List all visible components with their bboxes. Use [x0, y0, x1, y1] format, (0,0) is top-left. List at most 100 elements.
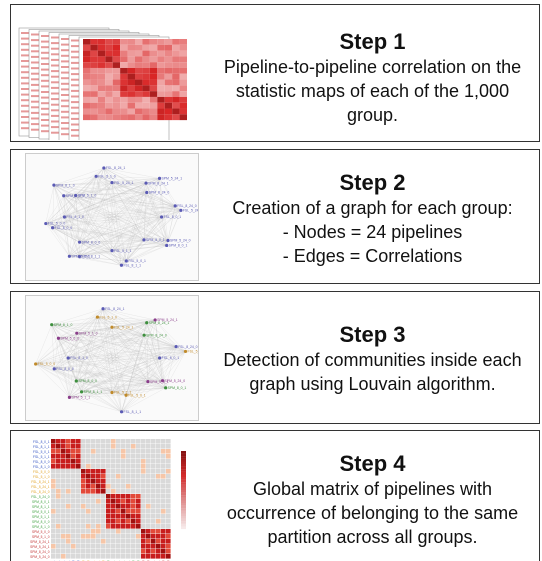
graph-edge: [111, 327, 163, 381]
matrix-cell: [76, 449, 81, 454]
graph-edge: [155, 319, 177, 347]
sheet-row: [21, 54, 31, 57]
sheet-row: [41, 85, 51, 88]
matrix-cell: [141, 534, 146, 539]
matrix-cell: [111, 529, 116, 534]
sheet-row: [71, 67, 81, 70]
heatmap-cell: [179, 91, 187, 97]
matrix-cell: [146, 544, 151, 549]
matrix-cell: [66, 524, 71, 529]
matrix-cell: [111, 439, 116, 444]
graph-edge: [63, 195, 80, 257]
heatmap-cell: [97, 62, 106, 68]
matrix-cell: [111, 479, 116, 484]
matrix-cell: [106, 464, 111, 469]
matrix-cell: [156, 554, 161, 559]
matrix-cell: [56, 514, 61, 519]
step-description: Global matrix of pipelines with occurren…: [206, 477, 539, 549]
heatmap-cell: [164, 85, 173, 92]
sheet-row: [71, 78, 81, 81]
matrix-cell: [166, 519, 171, 524]
sheet-row: [21, 88, 31, 90]
sheet-row: [41, 35, 51, 37]
matrix-cell: [146, 524, 151, 529]
graph-edge: [69, 182, 113, 257]
matrix-cell: [151, 534, 156, 539]
heatmap-cell: [90, 73, 98, 80]
heatmap-cell: [105, 85, 113, 92]
graph-edge: [76, 333, 177, 347]
graph-node: [144, 181, 148, 185]
graph-edge: [64, 216, 122, 266]
graph-node: [164, 386, 168, 390]
matrix-cell: [96, 524, 101, 529]
graph-edge: [63, 195, 167, 246]
matrix-cell: [71, 439, 76, 444]
matrix-cell: [91, 469, 96, 474]
description-line: - Nodes = 24 pipelines: [282, 222, 463, 242]
matrix-cell: [81, 504, 86, 509]
matrix-cell: [71, 534, 76, 539]
colorbar-segment: [181, 500, 186, 504]
matrix-cell: [66, 469, 71, 474]
matrix-cell: [126, 444, 131, 449]
matrix-cell: [56, 504, 61, 509]
colorbar-segment: [181, 487, 186, 491]
graph-edge: [76, 333, 160, 359]
step-description: Detection of communities inside each gra…: [206, 348, 539, 396]
matrix-cell: [151, 494, 156, 499]
matrix-cell: [166, 484, 171, 489]
matrix-row-label: FSL_8_0_0: [33, 460, 50, 464]
graph-edge: [121, 205, 176, 266]
matrix-row-label: FSL_8_1_1: [33, 445, 50, 449]
matrix-cell: [106, 489, 111, 494]
graph-edge: [121, 216, 162, 266]
matrix-cell: [86, 489, 91, 494]
graph-edge: [161, 205, 176, 218]
graph-edge: [146, 192, 176, 206]
graph-edge: [52, 227, 127, 262]
matrix-cell: [136, 484, 141, 489]
matrix-cell: [121, 494, 126, 499]
sheet-row: [71, 50, 81, 53]
matrix-cell: [111, 484, 116, 489]
matrix-cell: [56, 494, 61, 499]
matrix-cell: [146, 474, 151, 479]
graph-edge: [145, 183, 162, 218]
graph-edge: [52, 178, 160, 228]
graph-edge: [96, 176, 160, 179]
description-line: group.: [346, 105, 399, 125]
matrix-cell: [111, 554, 116, 559]
matrix-cell: [146, 534, 151, 539]
graph-edge: [165, 351, 186, 388]
graph-edge: [35, 363, 122, 412]
matrix-cell: [136, 469, 141, 474]
graph-edge: [69, 381, 77, 398]
graph-node: [142, 333, 146, 337]
heatmap-cell: [127, 39, 135, 45]
heatmap-cell: [105, 114, 113, 121]
graph-edge: [69, 319, 156, 398]
graph-edge: [58, 338, 82, 392]
graph-edge: [79, 210, 181, 243]
graph-edge: [143, 192, 147, 240]
matrix-cell: [111, 534, 116, 539]
graph-edge: [126, 245, 167, 262]
sheet-row: [41, 68, 51, 71]
heatmap-cell: [157, 91, 165, 97]
graph-edge: [69, 250, 113, 257]
sheet-row: [21, 121, 31, 124]
graph-edge: [68, 333, 77, 359]
matrix-cell: [146, 509, 151, 514]
matrix-cell: [61, 549, 66, 554]
graph-node-label: FSL_8_24_0: [178, 345, 198, 349]
matrix-cell: [166, 504, 171, 509]
graph-node-label: SPM_5_24_0: [170, 239, 191, 243]
matrix-cell: [61, 519, 66, 524]
sheet-row: [41, 74, 51, 77]
matrix-cell: [136, 529, 141, 534]
matrix-cell: [56, 544, 61, 549]
graph-node-label: FSL_8_1_0: [70, 356, 88, 360]
matrix-cell: [106, 519, 111, 524]
